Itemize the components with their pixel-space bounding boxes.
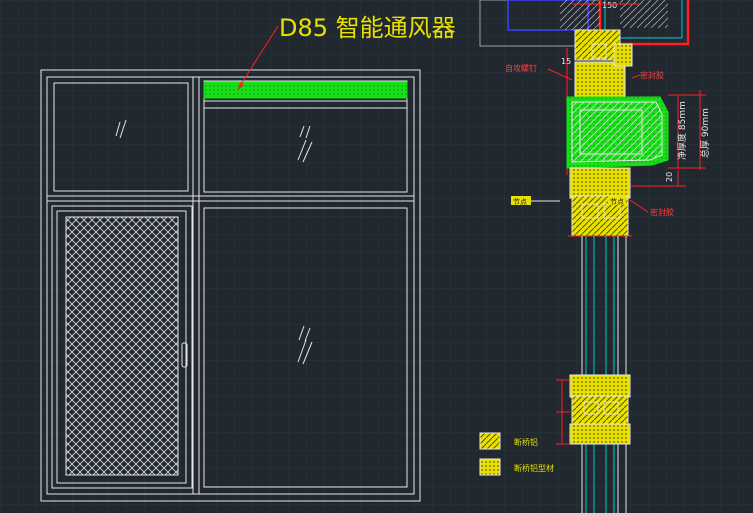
label-sealant-top: 密封胶 [640,70,664,80]
title-leader-arrow [238,82,244,90]
legend: 断桥铝 断桥铝型材 [479,432,554,476]
label-self-tapping-screw: 自攻螺钉 [505,63,537,73]
legend-label-1: 断桥铝 [514,437,538,447]
sash-handle[interactable] [181,342,188,368]
dim-thickness-90: 总厚 90mm [699,108,711,158]
sash-bottom-left [51,205,193,489]
dim-thickness-85: 净厚度 85mm [676,101,688,160]
window-elevation[interactable] [40,69,421,502]
drawing-title: D85 智能通风器 [279,14,456,42]
dim-20: 20 [665,172,674,182]
section-tag-left [511,196,531,205]
legend-swatch-solid [479,432,501,450]
legend-label-2: 断桥铝型材 [514,463,554,473]
ventilator-strip[interactable] [203,81,408,99]
section-tag-right-label: 节点 [610,198,624,206]
pane-top-right [203,80,408,193]
dim-150: 150 [602,1,617,10]
section-detail[interactable]: 150 15 净厚度 85mm 总厚 90mm 20 [479,0,711,513]
title-leader-line [237,25,279,90]
section-tag-left-label: 节点 [513,198,527,206]
window-outer-frame [40,69,421,502]
pane-top-left [53,82,189,192]
legend-swatch-dots [479,458,501,476]
pane-bottom-right [203,207,408,488]
window-inner-frame [46,76,415,495]
dim-15: 15 [561,57,571,66]
insect-screen [65,216,179,476]
label-sealant-bottom: 密封胶 [650,207,674,217]
section-tag-right [608,196,626,205]
